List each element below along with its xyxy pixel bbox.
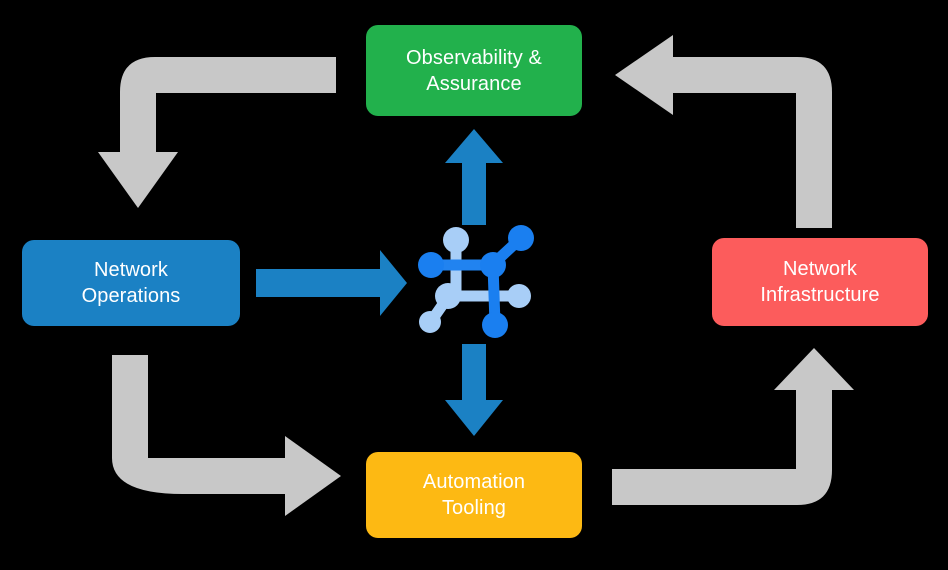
box-automation-tooling[interactable]: Automation Tooling (366, 452, 582, 538)
network-icon-nodes (418, 225, 534, 338)
box-network-operations[interactable]: Network Operations (22, 240, 240, 326)
arrow-observability-to-operations (98, 57, 336, 208)
box-network-infrastructure-label: Network Infrastructure (760, 258, 880, 306)
network-icon-links (426, 233, 526, 330)
arrow-center-to-observability (445, 129, 503, 225)
box-observability-assurance-label: Observability & Assurance (406, 46, 542, 95)
box-observability-assurance[interactable]: Observability & Assurance (366, 25, 582, 116)
arrow-automation-to-infrastructure (612, 348, 854, 505)
arrow-infrastructure-to-observability (615, 35, 832, 228)
arrow-center-to-automation (445, 344, 503, 436)
box-network-infrastructure[interactable]: Network Infrastructure (712, 238, 928, 326)
box-automation-tooling-label: Automation Tooling (422, 471, 526, 519)
arrow-operations-to-automation (112, 355, 341, 516)
arrow-operations-to-center (256, 250, 407, 316)
box-network-operations-label: Network Operations (81, 259, 181, 307)
